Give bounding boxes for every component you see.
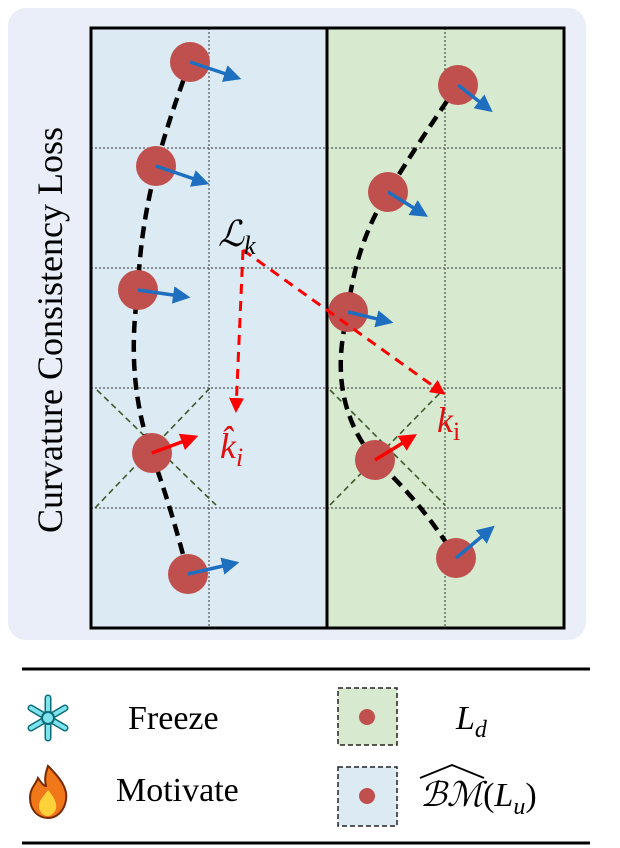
arrow-to-k: [242, 248, 446, 395]
arrow: [151, 433, 199, 455]
arrow-to-khat: [229, 249, 245, 413]
arrow: [387, 190, 428, 217]
k-hat-label: k̂i: [220, 425, 243, 472]
arrow: [454, 525, 495, 560]
k-label: ki: [437, 400, 460, 446]
flame-icon: [28, 764, 68, 820]
blue-arrows: [137, 60, 495, 576]
ld-swatch-dot: [359, 709, 375, 725]
loss-label: ℒk: [218, 214, 256, 260]
arrow: [456, 83, 493, 113]
bm-hat: [419, 764, 485, 779]
loss-arrows: [229, 248, 446, 413]
arrow: [347, 310, 394, 328]
arrow: [374, 434, 417, 462]
bm-label: ℬℳ(Lu): [420, 777, 537, 820]
arrow: [189, 60, 242, 82]
freeze-label: Freeze: [128, 700, 219, 737]
arrow: [137, 286, 191, 304]
arrow: [155, 164, 210, 187]
snowflake-icon: [27, 694, 69, 742]
arrow: [187, 557, 240, 576]
vertical-title: Curvature Consistency Loss: [30, 127, 70, 533]
motivate-label: Motivate: [116, 772, 239, 809]
bm-swatch-dot: [359, 788, 375, 804]
ld-label: Ld: [456, 700, 487, 743]
red-tangent-arrows: [151, 433, 417, 462]
